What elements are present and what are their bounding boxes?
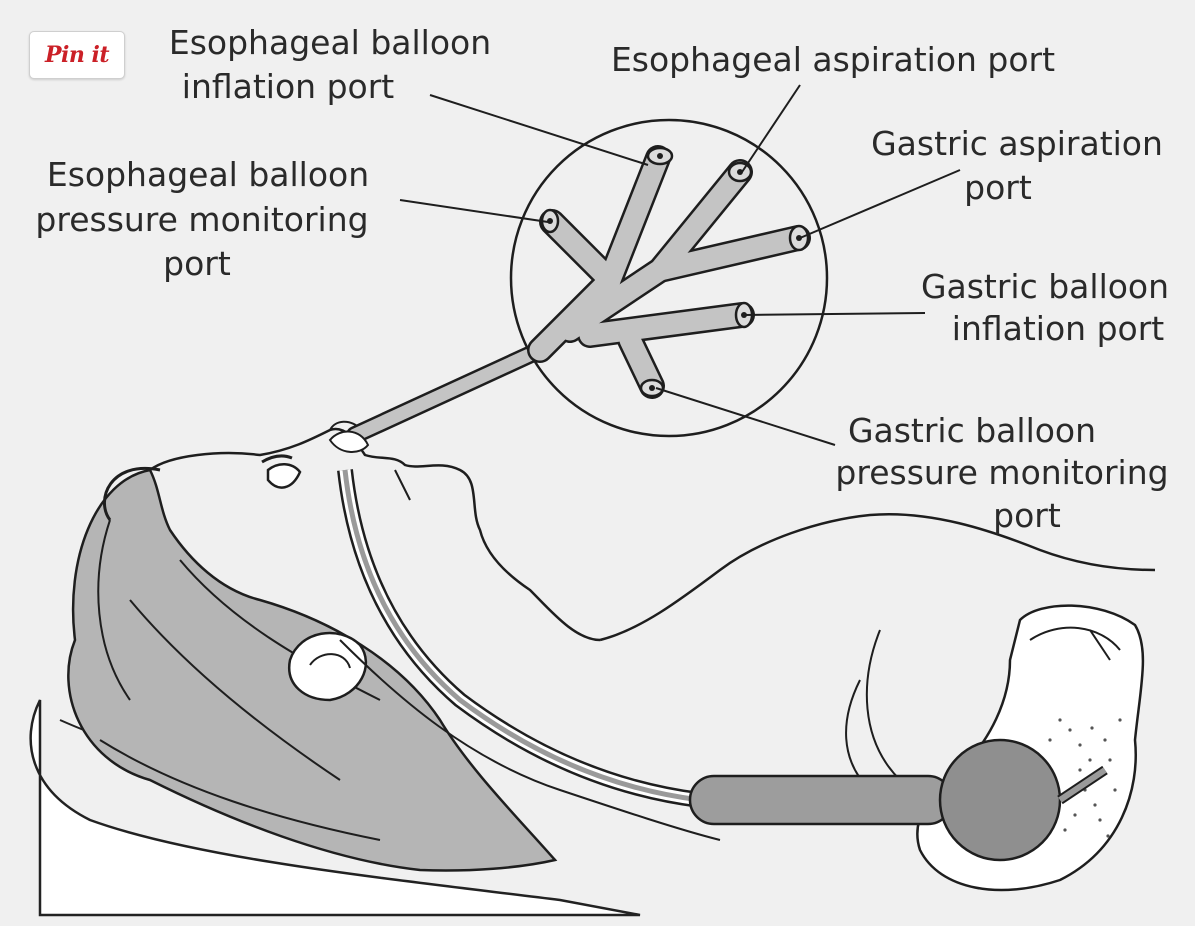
svg-text:pressure monitoring: pressure monitoring (835, 453, 1168, 492)
svg-text:pressure monitoring: pressure monitoring (35, 200, 368, 239)
label-esophageal-aspiration-port: Esophageal aspiration port (611, 40, 1055, 79)
label-esophageal-balloon-inflation-port: Esophageal balloon inflation port (169, 23, 491, 106)
svg-text:inflation port: inflation port (182, 67, 394, 106)
svg-text:port: port (993, 496, 1061, 535)
esophageal-balloon (690, 776, 952, 824)
svg-text:Esophageal balloon: Esophageal balloon (47, 155, 369, 194)
eye (268, 464, 300, 487)
svg-text:inflation port: inflation port (952, 309, 1164, 348)
svg-text:Esophageal aspiration port: Esophageal aspiration port (611, 40, 1055, 79)
svg-text:Gastric balloon: Gastric balloon (921, 267, 1169, 306)
label-esophageal-balloon-pressure-monitoring-port: Esophageal balloon pressure monitoring p… (35, 155, 369, 283)
pin-it-button[interactable]: Pin it (29, 31, 125, 79)
svg-text:port: port (964, 168, 1032, 207)
svg-text:Gastric balloon: Gastric balloon (848, 411, 1096, 450)
label-gastric-aspiration-port: Gastric aspiration port (871, 124, 1163, 207)
pin-it-label: Pin it (45, 42, 109, 68)
label-gastric-balloon-inflation-port: Gastric balloon inflation port (921, 267, 1169, 348)
svg-text:Gastric aspiration: Gastric aspiration (871, 124, 1163, 163)
svg-text:port: port (163, 244, 231, 283)
gastric-balloon (940, 740, 1060, 860)
label-gastric-balloon-pressure-monitoring-port: Gastric balloon pressure monitoring port (835, 411, 1168, 535)
svg-text:Esophageal balloon: Esophageal balloon (169, 23, 491, 62)
